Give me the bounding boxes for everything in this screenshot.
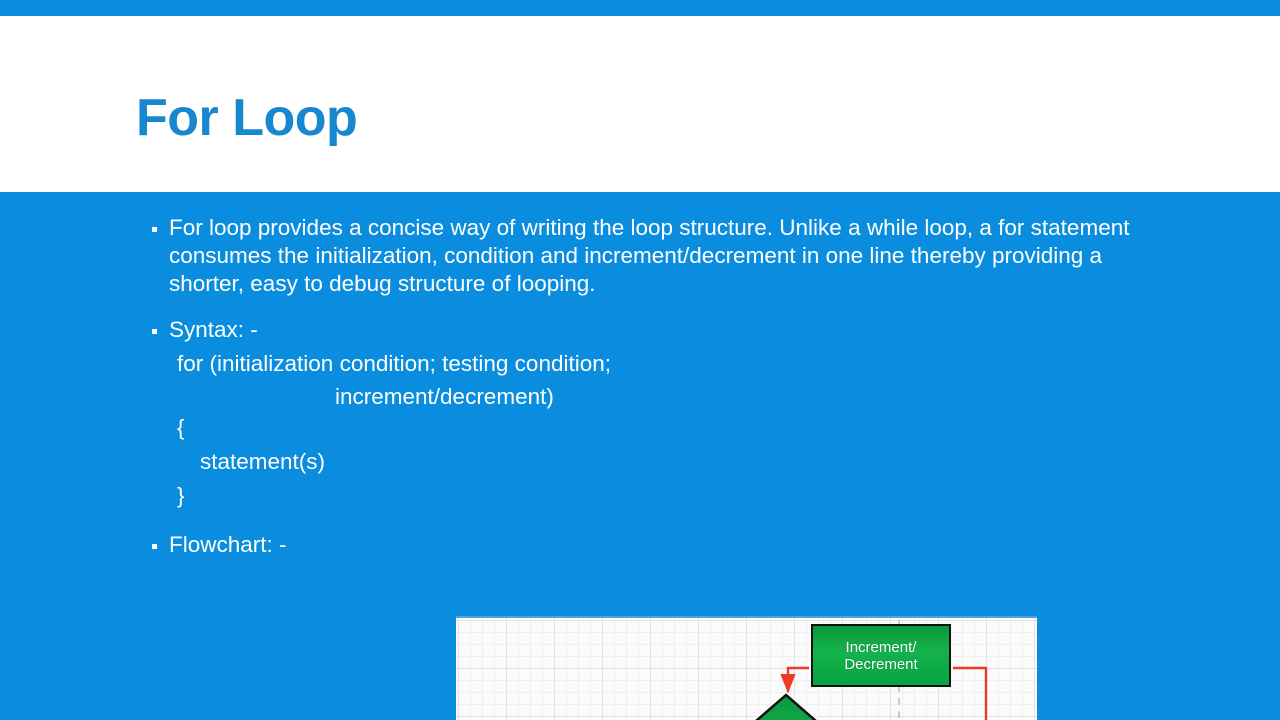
syntax-line-increment: increment/decrement) [335, 384, 554, 409]
bullet-square-icon [152, 329, 157, 334]
bullet-square-icon [152, 544, 157, 549]
slide-body: For loop provides a concise way of writi… [0, 192, 1280, 720]
node-condition-label: Condition Checking [718, 695, 854, 720]
bullet-syntax: Syntax: - [152, 316, 772, 344]
bullet-flowchart: Flowchart: - [152, 531, 552, 559]
flowchart-connectors [755, 620, 988, 720]
syntax-open-brace: { [177, 415, 185, 440]
page-title: For Loop [136, 89, 358, 147]
node-increment-decrement: Increment/ Decrement [811, 624, 951, 687]
syntax-line-for: for (initialization condition; testing c… [177, 351, 611, 376]
bullet-paragraph: For loop provides a concise way of writi… [152, 214, 1162, 298]
title-band: For Loop [0, 16, 1280, 192]
syntax-close-brace: } [177, 483, 185, 508]
flowchart-heading: Flowchart: - [169, 532, 287, 557]
paragraph-text: For loop provides a concise way of writi… [169, 215, 1130, 296]
bullet-square-icon [152, 227, 157, 232]
node-condition-checking: Condition Checking [718, 695, 854, 720]
flowchart-image: Initialization Increment/ Decrement Stat… [456, 616, 1037, 720]
top-accent-bar [0, 0, 1280, 16]
syntax-heading: Syntax: - [169, 317, 258, 342]
label-if-true: If true [856, 718, 894, 720]
syntax-statement: statement(s) [200, 449, 326, 474]
